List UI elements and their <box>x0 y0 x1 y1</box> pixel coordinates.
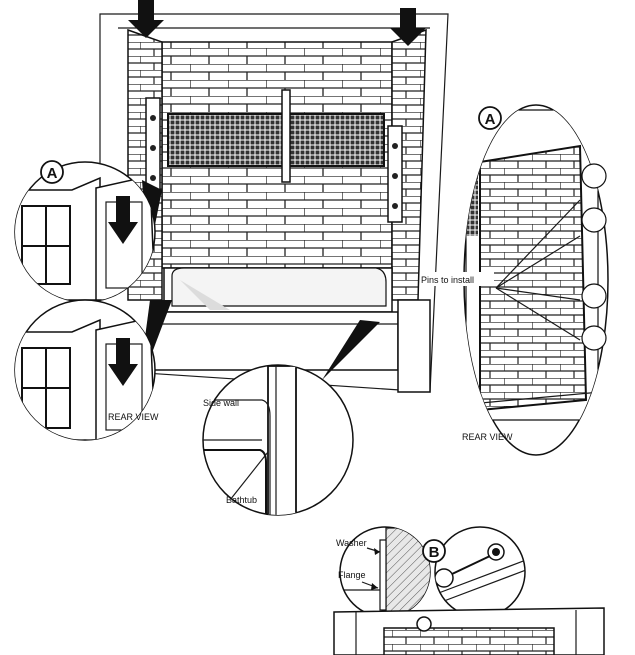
detail-right: A Pins to install REAR VIEW <box>420 104 609 456</box>
bathtub <box>149 267 399 371</box>
label-bathtub: Bathtub <box>226 495 257 505</box>
label-washer: Washer <box>336 538 367 548</box>
detail-b: B <box>422 526 526 618</box>
label-side-wall: Side wall <box>203 398 239 408</box>
mosaic-band <box>167 113 385 167</box>
detail-a-upper: A <box>14 160 156 303</box>
callout-a-left: A <box>47 165 58 182</box>
callout-b: B <box>429 544 440 561</box>
bottom-surround <box>333 607 605 655</box>
label-pins-to-install: Pins to install <box>421 275 474 285</box>
detail-side-wall-bathtub: Side wall Bathtub <box>202 364 354 516</box>
label-flange: Flange <box>338 570 366 580</box>
label-rear-view-right: REAR VIEW <box>462 432 513 442</box>
down-arrow-right <box>390 8 426 46</box>
label-rear-view-left: REAR VIEW <box>108 412 159 422</box>
pointer-bottom <box>322 320 380 380</box>
center-pole <box>281 89 291 183</box>
detail-washer-flange: Washer Flange <box>336 526 431 618</box>
down-arrow-left <box>128 0 164 38</box>
detail-a-lower: REAR VIEW <box>14 299 159 441</box>
callout-a-right: A <box>485 111 496 128</box>
